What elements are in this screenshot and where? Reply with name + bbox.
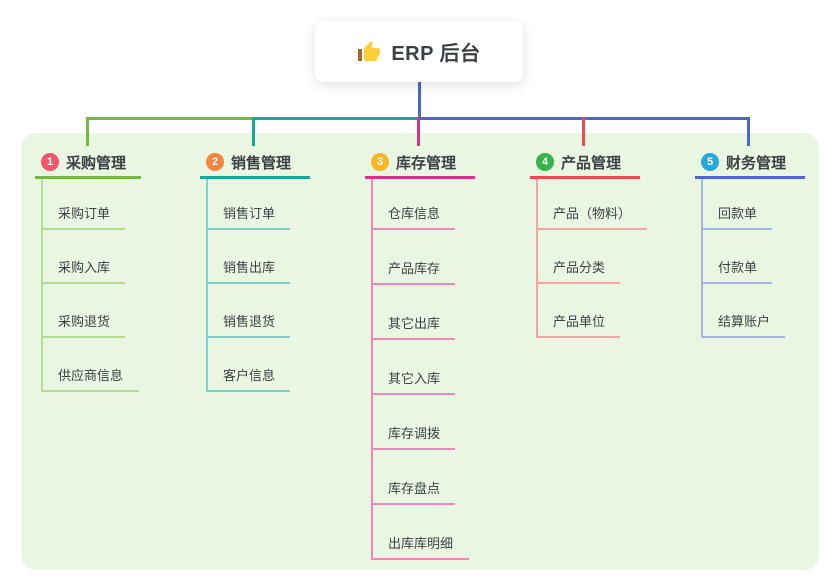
branch-badge-5: 5	[701, 153, 719, 171]
children-vertical-line	[206, 179, 208, 392]
branch4-drop-line	[581, 117, 585, 146]
child-node[interactable]: 产品单位	[553, 314, 606, 329]
child-node[interactable]: 回款单	[718, 206, 758, 221]
children-vertical-line	[536, 179, 538, 338]
child-node[interactable]: 库存盘点	[388, 481, 441, 496]
child-node[interactable]: 采购退货	[58, 314, 111, 329]
branch3-drop-line	[416, 117, 420, 146]
branch-node-3[interactable]: 3 库存管理	[371, 148, 456, 176]
root-stem-line	[417, 82, 421, 120]
child-underline	[206, 228, 290, 230]
thumbs-up-icon	[357, 40, 381, 64]
child-node[interactable]: 付款单	[718, 260, 758, 275]
branch-underline	[365, 176, 475, 179]
child-underline	[371, 338, 455, 340]
branch-underline	[695, 176, 805, 179]
child-node[interactable]: 销售订单	[223, 206, 276, 221]
child-node[interactable]: 其它出库	[388, 316, 441, 331]
child-underline	[536, 228, 647, 230]
child-underline	[206, 336, 290, 338]
branch-node-2[interactable]: 2 销售管理	[206, 148, 291, 176]
child-node[interactable]: 产品库存	[388, 261, 441, 276]
branch-node-4[interactable]: 4 产品管理	[536, 148, 621, 176]
child-underline	[371, 228, 455, 230]
branch-title: 库存管理	[396, 154, 457, 172]
child-underline	[371, 448, 455, 450]
branch-underline	[200, 176, 310, 179]
child-node[interactable]: 销售出库	[223, 260, 276, 275]
branch-badge-4: 4	[536, 153, 554, 171]
child-underline	[371, 558, 469, 560]
child-node[interactable]: 库存调拨	[388, 426, 441, 441]
child-underline	[41, 228, 125, 230]
branch-title: 财务管理	[726, 154, 787, 172]
root-node-title: ERP 后台	[391, 43, 481, 65]
branch-title: 产品管理	[561, 154, 622, 172]
branch5-drop-line	[746, 117, 750, 146]
child-node[interactable]: 采购订单	[58, 206, 111, 221]
child-underline	[371, 393, 455, 395]
child-node[interactable]: 产品（物料）	[553, 206, 632, 221]
child-underline	[41, 336, 125, 338]
branch-node-5[interactable]: 5 财务管理	[701, 148, 786, 176]
child-node[interactable]: 销售退货	[223, 314, 276, 329]
children-vertical-line	[371, 179, 373, 560]
child-node[interactable]: 其它入库	[388, 371, 441, 386]
child-node[interactable]: 客户信息	[223, 368, 276, 383]
child-node[interactable]: 采购入库	[58, 260, 111, 275]
child-underline	[41, 282, 125, 284]
child-underline	[206, 390, 290, 392]
root-node-erp[interactable]: ERP 后台	[315, 21, 523, 82]
child-underline	[701, 336, 785, 338]
branch-title: 采购管理	[66, 154, 127, 172]
child-underline	[41, 390, 139, 392]
child-node[interactable]: 结算账户	[718, 314, 771, 329]
child-underline	[536, 336, 620, 338]
branch-underline	[35, 176, 141, 179]
branch-node-1[interactable]: 1 采购管理	[41, 148, 126, 176]
child-node[interactable]: 出库库明细	[388, 536, 454, 551]
child-node[interactable]: 产品分类	[553, 260, 606, 275]
branches-panel	[21, 133, 819, 570]
child-underline	[536, 282, 620, 284]
branch1-drop-line	[85, 117, 89, 146]
branch-underline	[530, 176, 640, 179]
children-vertical-line	[701, 179, 703, 338]
branch-badge-3: 3	[371, 153, 389, 171]
child-underline	[701, 282, 772, 284]
child-underline	[371, 503, 455, 505]
child-underline	[371, 283, 455, 285]
branch2-drop-line	[251, 117, 255, 146]
child-underline	[206, 282, 290, 284]
branch-badge-1: 1	[41, 153, 59, 171]
child-underline	[701, 228, 772, 230]
child-node[interactable]: 仓库信息	[388, 206, 441, 221]
children-vertical-line	[41, 179, 43, 392]
child-node[interactable]: 供应商信息	[58, 368, 124, 383]
branch2-horizontal-line	[251, 117, 419, 120]
branch-badge-2: 2	[206, 153, 224, 171]
branch-title: 销售管理	[231, 154, 292, 172]
